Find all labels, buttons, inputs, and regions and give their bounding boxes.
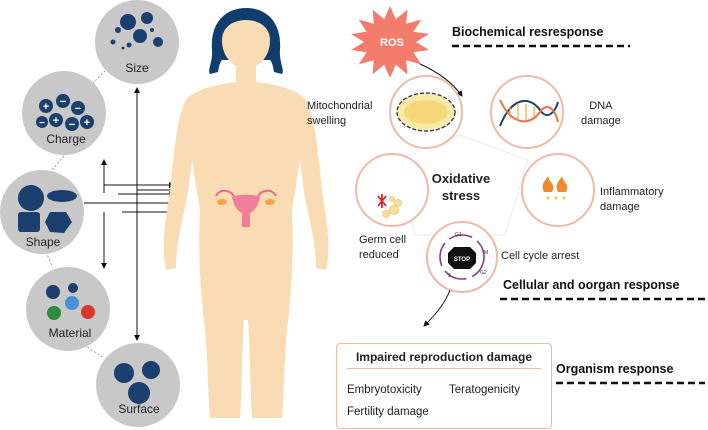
shape-circle [0,170,84,254]
oxidative-stress-label: Oxidative stress [416,170,506,204]
shape-particles-icon [18,185,77,233]
germ-line2: reduced [359,249,399,261]
exposure-arrows [84,87,175,341]
property-label-shape: Shape [25,235,61,249]
outcome-item-teratogenicity: Teratogenicity [449,384,520,396]
dna-circle [490,75,564,149]
inflam-line1: Inflammatory [600,186,664,198]
cellular-header: Cellular and oorgan response [503,278,680,292]
dna-label: DNA damage [581,99,621,129]
surface-particles-icon [114,361,160,404]
charge-circle: + − − + − + − [22,71,106,155]
header-dashes [452,44,705,385]
outcome-title: Impaired reproduction damage [355,350,533,364]
ros-label: ROS [380,37,404,49]
uterus-icon [215,189,277,227]
material-particle [47,306,61,320]
svg-text:−: − [39,118,45,129]
svg-text:−: − [60,96,66,108]
outcome-divider [347,368,541,369]
size-particles-icon [110,12,163,50]
cycle-phase-label: S [448,273,452,279]
inflam-label: Inflammatory damage [600,185,664,215]
inflam-line2: damage [600,201,640,213]
mito-line1: Mitochondrial [307,100,373,112]
outcome-box: Impaired reproduction damage Embryotoxic… [336,343,552,429]
outcome-item-fertility: Fertility damage [347,406,429,418]
material-particles-icon [46,283,95,320]
stress-line: stress [441,188,481,203]
germ-label: Germ cell reduced [359,233,406,263]
svg-text:+: + [53,115,59,127]
svg-text:+: + [84,117,90,129]
dna-line1: DNA [589,100,613,112]
property-label-charge: Charge [46,132,86,146]
cycle-phase-label: M [484,250,488,256]
ros-burst-icon [351,6,429,78]
inflammation-circle [521,153,595,227]
material-particle [68,283,78,293]
stop-text: STOP [454,257,470,263]
svg-text:+: + [43,101,49,113]
cycle-label: Cell cycle arrest [501,250,580,262]
size-circle [95,0,179,84]
svg-text:−: − [69,119,75,131]
mito-line2: swelling [307,115,347,127]
germ-line1: Germ cell [359,234,407,246]
germ-cell-circle [355,153,429,227]
cycle-phase-label: G2 [480,270,487,276]
property-label-surface: Surface [118,402,160,416]
svg-text:−: − [75,103,81,115]
property-label-size: Size [125,61,149,75]
stop-sign-icon [448,247,476,269]
dna-line2: damage [581,115,621,127]
property-label-material: Material [48,326,92,340]
charge-particles-icon: + − − + − + − [36,94,94,131]
mito-label: Mitochondrial swelling [307,99,372,129]
oxidative-line: Oxidative [431,171,491,186]
surface-circle [96,343,180,427]
human-figure [163,8,329,418]
material-particle [46,285,60,299]
cycle-phase-label: G1 [455,232,462,238]
outcome-item-embryotoxicity: Embryotoxicity [347,384,422,396]
biochemical-header: Biochemical resresponse [452,25,604,39]
material-particle [65,296,79,310]
organism-header: Organism response [556,362,674,376]
material-circle [26,267,110,351]
mitochondria-circle [389,75,463,149]
material-particle [81,305,95,319]
cell-cycle-circle: STOP G1S G2 M [426,221,498,293]
